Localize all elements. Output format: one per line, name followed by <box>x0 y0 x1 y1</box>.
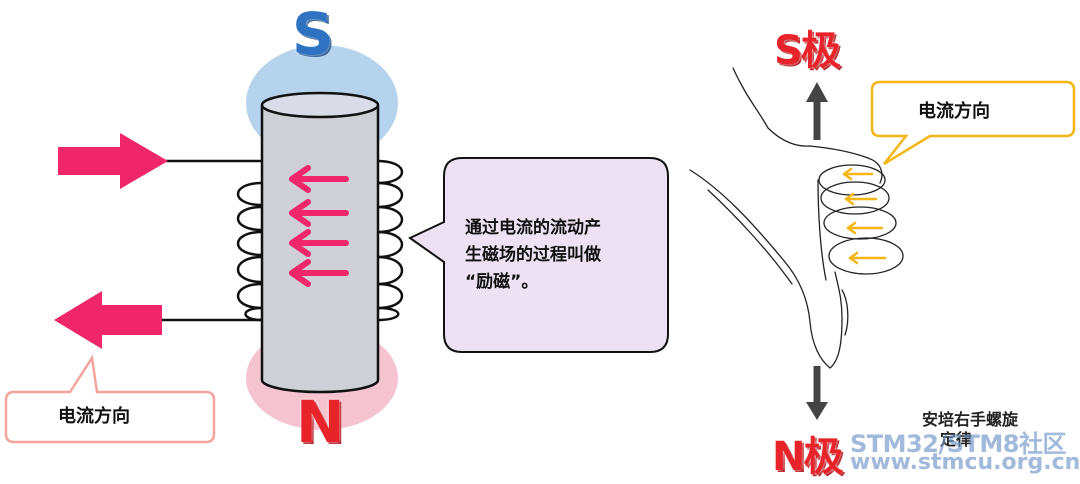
north-pole-label-right: N极 <box>772 434 843 480</box>
excitation-line-3: “励磁”。 <box>465 272 539 292</box>
coil-arrow-1 <box>289 165 349 193</box>
excitation-line-1: 通过电流的流动产 <box>465 218 601 238</box>
ampere-right-hand-rule-caption: 安培右手螺旋 定律 <box>922 410 1062 450</box>
excitation-line-2: 生磁场的过程叫做 <box>465 245 601 265</box>
coil-arrow-2 <box>289 199 349 227</box>
excitation-description: 通过电流的流动产 生磁场的过程叫做 “励磁”。 <box>465 215 655 296</box>
current-direction-callout-right <box>870 80 1076 166</box>
finger-current-arrows <box>842 167 887 265</box>
right-hand-illustration <box>689 67 904 369</box>
current-in-arrow <box>58 133 168 189</box>
south-direction-arrow <box>806 82 828 140</box>
speech-bubble <box>408 157 669 353</box>
coil-arrow-4 <box>289 259 349 287</box>
north-direction-arrow <box>806 366 828 420</box>
law-line-2: 定律 <box>940 430 973 449</box>
south-pole-label-right: S极 <box>774 28 841 74</box>
current-out-arrow <box>54 291 162 349</box>
coil-current-arrows <box>289 165 349 287</box>
current-direction-label-right: 电流方向 <box>918 101 990 122</box>
current-direction-label-left: 电流方向 <box>58 406 130 427</box>
watermark-url: www.stmcu.org.cn <box>850 450 1080 475</box>
coil-winding <box>236 159 404 322</box>
current-direction-callout-left <box>4 354 216 444</box>
law-line-1: 安培右手螺旋 <box>922 410 1019 429</box>
south-pole-label: S <box>292 0 334 68</box>
north-pole-label: N <box>296 388 345 456</box>
watermark-community: STM32/STM8社区 <box>850 430 1066 458</box>
coil-arrow-3 <box>289 229 349 257</box>
